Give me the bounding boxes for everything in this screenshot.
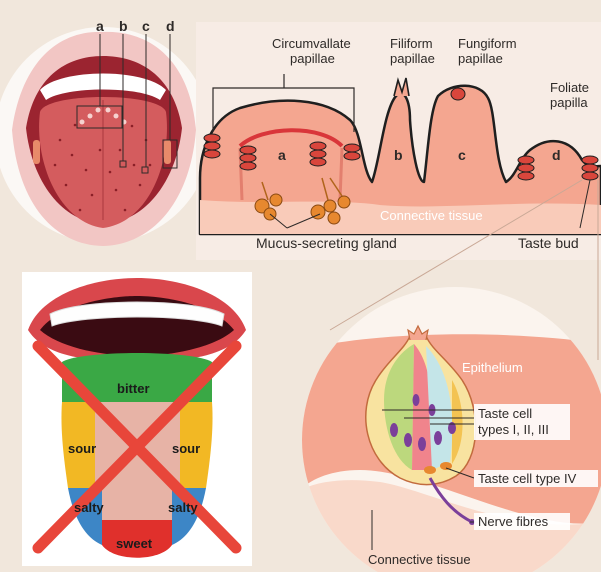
salty-right-label: salty <box>168 500 198 515</box>
fungiform-label-line1: Fungiform <box>458 36 517 51</box>
papilla-letter-b: b <box>394 147 403 163</box>
nerve-fibres-label: Nerve fibres <box>478 514 549 529</box>
taste-map-panel: bitter sour sour salty salty sweet <box>22 272 252 566</box>
cell-types-label-line1: Taste cell <box>478 406 532 421</box>
bitter-label: bitter <box>117 381 150 396</box>
foliate-right <box>164 140 171 164</box>
cell-types-label-line2: types I, II, III <box>478 422 549 437</box>
filiform-label-line2: papillae <box>390 51 435 66</box>
mucus-gland-label: Mucus-secreting gland <box>256 235 397 251</box>
marker-label-a: a <box>96 18 104 34</box>
connective-tissue-label: Connective tissue <box>380 208 483 223</box>
papilla-letter-a: a <box>278 147 286 163</box>
marker-label-c: c <box>142 18 150 34</box>
foliate-left <box>33 140 40 164</box>
cell-type-iv-label: Taste cell type IV <box>478 471 577 486</box>
marker-label-b: b <box>119 18 128 34</box>
filiform-label-line1: Filiform <box>390 36 433 51</box>
foliate-label-line1: Foliate <box>550 80 589 95</box>
salty-left-label: salty <box>74 500 104 515</box>
circumvallate-label-line2: papillae <box>290 51 335 66</box>
papilla-letter-d: d <box>552 147 561 163</box>
fungiform-label-line2: papillae <box>458 51 503 66</box>
taste-bud-label: Taste bud <box>518 235 579 251</box>
sweet-label: sweet <box>116 536 153 551</box>
marker-label-d: d <box>166 18 175 34</box>
sour-left-label: sour <box>68 441 96 456</box>
foliate-label-line2: papilla <box>550 95 588 110</box>
circumvallate-label-line1: Circumvallate <box>272 36 351 51</box>
papillae-cross-section: Circumvallate papillae Filiform papillae… <box>196 22 601 260</box>
papilla-letter-c: c <box>458 147 466 163</box>
epithelium-label: Epithelium <box>462 360 523 375</box>
connective-tissue-detail-label: Connective tissue <box>368 552 471 567</box>
sour-right-label: sour <box>172 441 200 456</box>
